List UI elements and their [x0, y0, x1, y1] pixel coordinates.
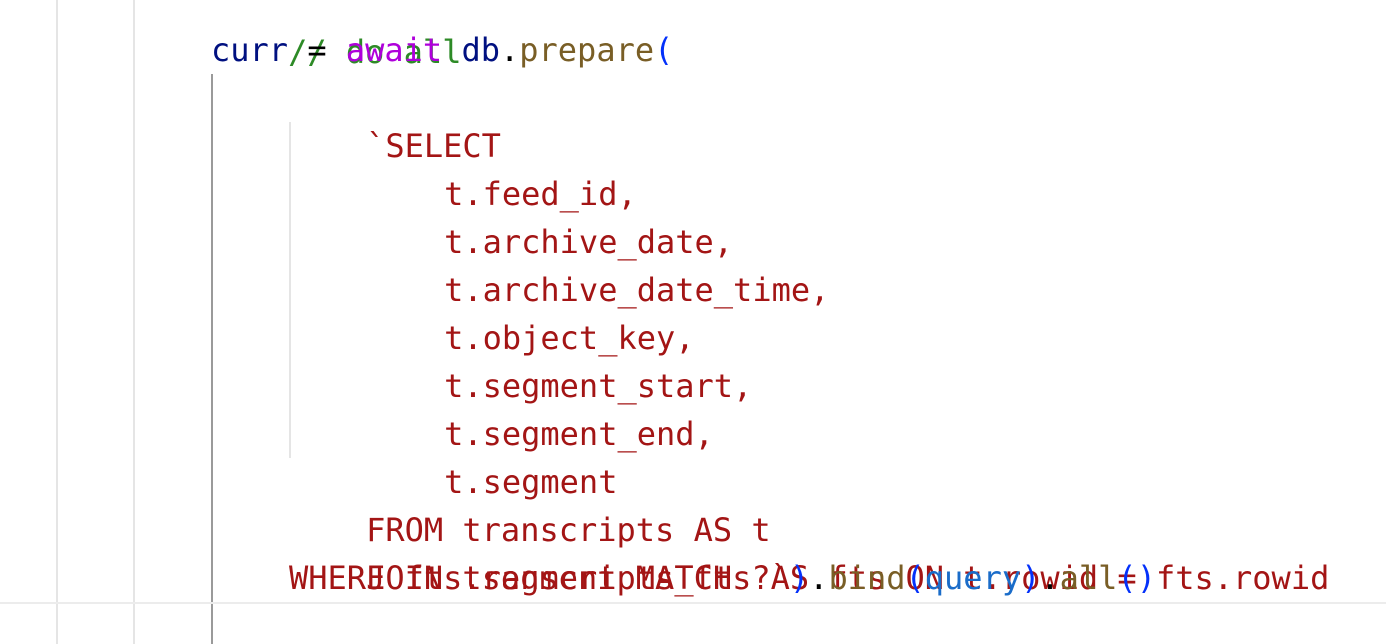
- indent-guide: [56, 0, 58, 644]
- comment-token: // do all: [288, 33, 462, 71]
- code-line: t.feed_id,: [367, 122, 637, 213]
- string-token: t.archive_date_time,: [444, 271, 830, 309]
- dot-token: .: [809, 559, 829, 597]
- paren-token: ): [1021, 559, 1041, 597]
- dot-token: .: [1040, 559, 1060, 597]
- code-line: t.archive_date_time,: [367, 218, 829, 309]
- variable-token: curr: [211, 31, 289, 69]
- string-token: FROM transcripts AS t: [366, 511, 771, 549]
- parameter-token: query: [924, 559, 1022, 597]
- string-token: t.segment_end,: [444, 415, 714, 453]
- code-line: WHERE fts.segment MATCH ?`).bind(query).…: [289, 554, 1156, 602]
- code-line: t.segment: [367, 410, 617, 501]
- function-token: all: [1059, 559, 1118, 597]
- string-token: WHERE fts.segment MATCH ?`: [289, 559, 790, 597]
- code-line: FROM transcripts AS t: [289, 458, 771, 549]
- code-line: // do all: [211, 0, 461, 71]
- string-token: t.archive_date,: [444, 223, 734, 261]
- code-line: t.archive_date,: [367, 170, 733, 261]
- paren-token: ): [789, 559, 810, 597]
- operator-token: =: [288, 31, 346, 69]
- string-token: t.segment: [444, 463, 618, 501]
- code-line: t.segment_start,: [367, 314, 752, 405]
- function-token: prepare: [519, 31, 655, 69]
- paren-token: (: [905, 559, 925, 597]
- code-line: t.segment_end,: [367, 362, 714, 453]
- paren-token: (: [654, 31, 674, 69]
- string-token: `SELECT: [366, 127, 501, 165]
- object-token: db: [461, 31, 500, 69]
- code-line: JOIN transcripts_fts AS fts ON t.rowid =…: [289, 506, 1329, 597]
- paren-token: (): [1117, 559, 1156, 597]
- code-line: t.object_key,: [367, 266, 694, 357]
- active-indent-guide: [211, 74, 213, 644]
- string-token: t.object_key,: [444, 319, 695, 357]
- code-line: curr = await db.prepare(: [211, 26, 673, 74]
- indent-guide: [289, 122, 291, 458]
- function-token: bind: [828, 559, 906, 597]
- indent-guide: [133, 0, 135, 644]
- string-token: t.segment_start,: [444, 367, 753, 405]
- string-token: JOIN transcripts_fts AS fts ON t.rowid =…: [366, 559, 1330, 597]
- cell-divider: [0, 602, 1386, 604]
- code-line: `SELECT: [289, 74, 501, 165]
- string-token: t.feed_id,: [444, 175, 637, 213]
- dot-token: .: [499, 31, 520, 69]
- keyword-token: await: [345, 31, 443, 69]
